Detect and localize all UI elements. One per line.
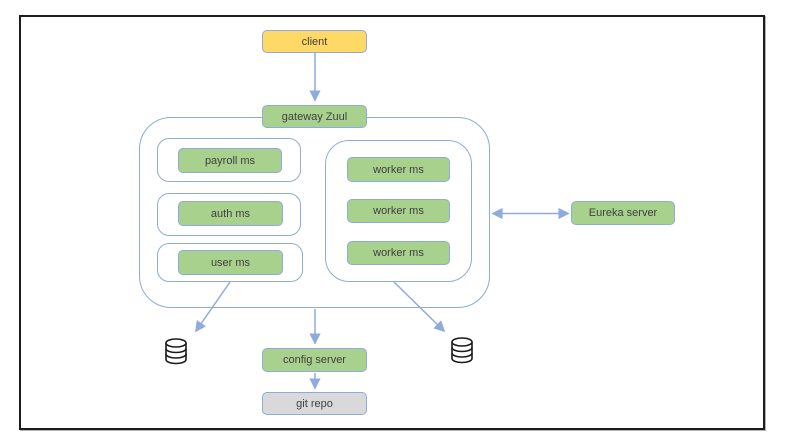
- database-icon: [165, 338, 187, 365]
- git-repo-node: git repo: [262, 392, 367, 415]
- auth-ms-node: auth ms: [178, 201, 283, 226]
- client-node: client: [262, 30, 367, 53]
- user-ms-group: [157, 243, 303, 282]
- eureka-server-node: Eureka server: [571, 201, 675, 225]
- auth-ms-label: auth ms: [210, 207, 251, 220]
- worker-ms-node-1: worker ms: [347, 157, 450, 182]
- client-label: client: [301, 35, 328, 48]
- config-server-label: config server: [283, 354, 346, 366]
- user-ms-node: user ms: [178, 250, 283, 275]
- worker-ms-node-2: worker ms: [347, 199, 450, 223]
- config-server-node: config server: [262, 348, 367, 372]
- user-ms-label: user ms: [210, 256, 251, 269]
- auth-ms-group: [157, 193, 301, 236]
- gateway-zuul-node: gateway Zuul: [262, 105, 367, 128]
- payroll-ms-label: payroll ms: [204, 154, 256, 167]
- worker-ms-label: worker ms: [373, 163, 424, 176]
- payroll-ms-node: payroll ms: [178, 148, 282, 173]
- worker-ms-label: worker ms: [373, 205, 424, 217]
- worker-ms-node-3: worker ms: [347, 241, 450, 265]
- eureka-server-label: Eureka server: [588, 207, 658, 219]
- payroll-ms-group: [157, 138, 301, 182]
- git-repo-label: git repo: [296, 397, 333, 410]
- gateway-zuul-label: gateway Zuul: [281, 110, 348, 123]
- worker-ms-label: worker ms: [373, 247, 424, 259]
- database-icon: [451, 337, 473, 364]
